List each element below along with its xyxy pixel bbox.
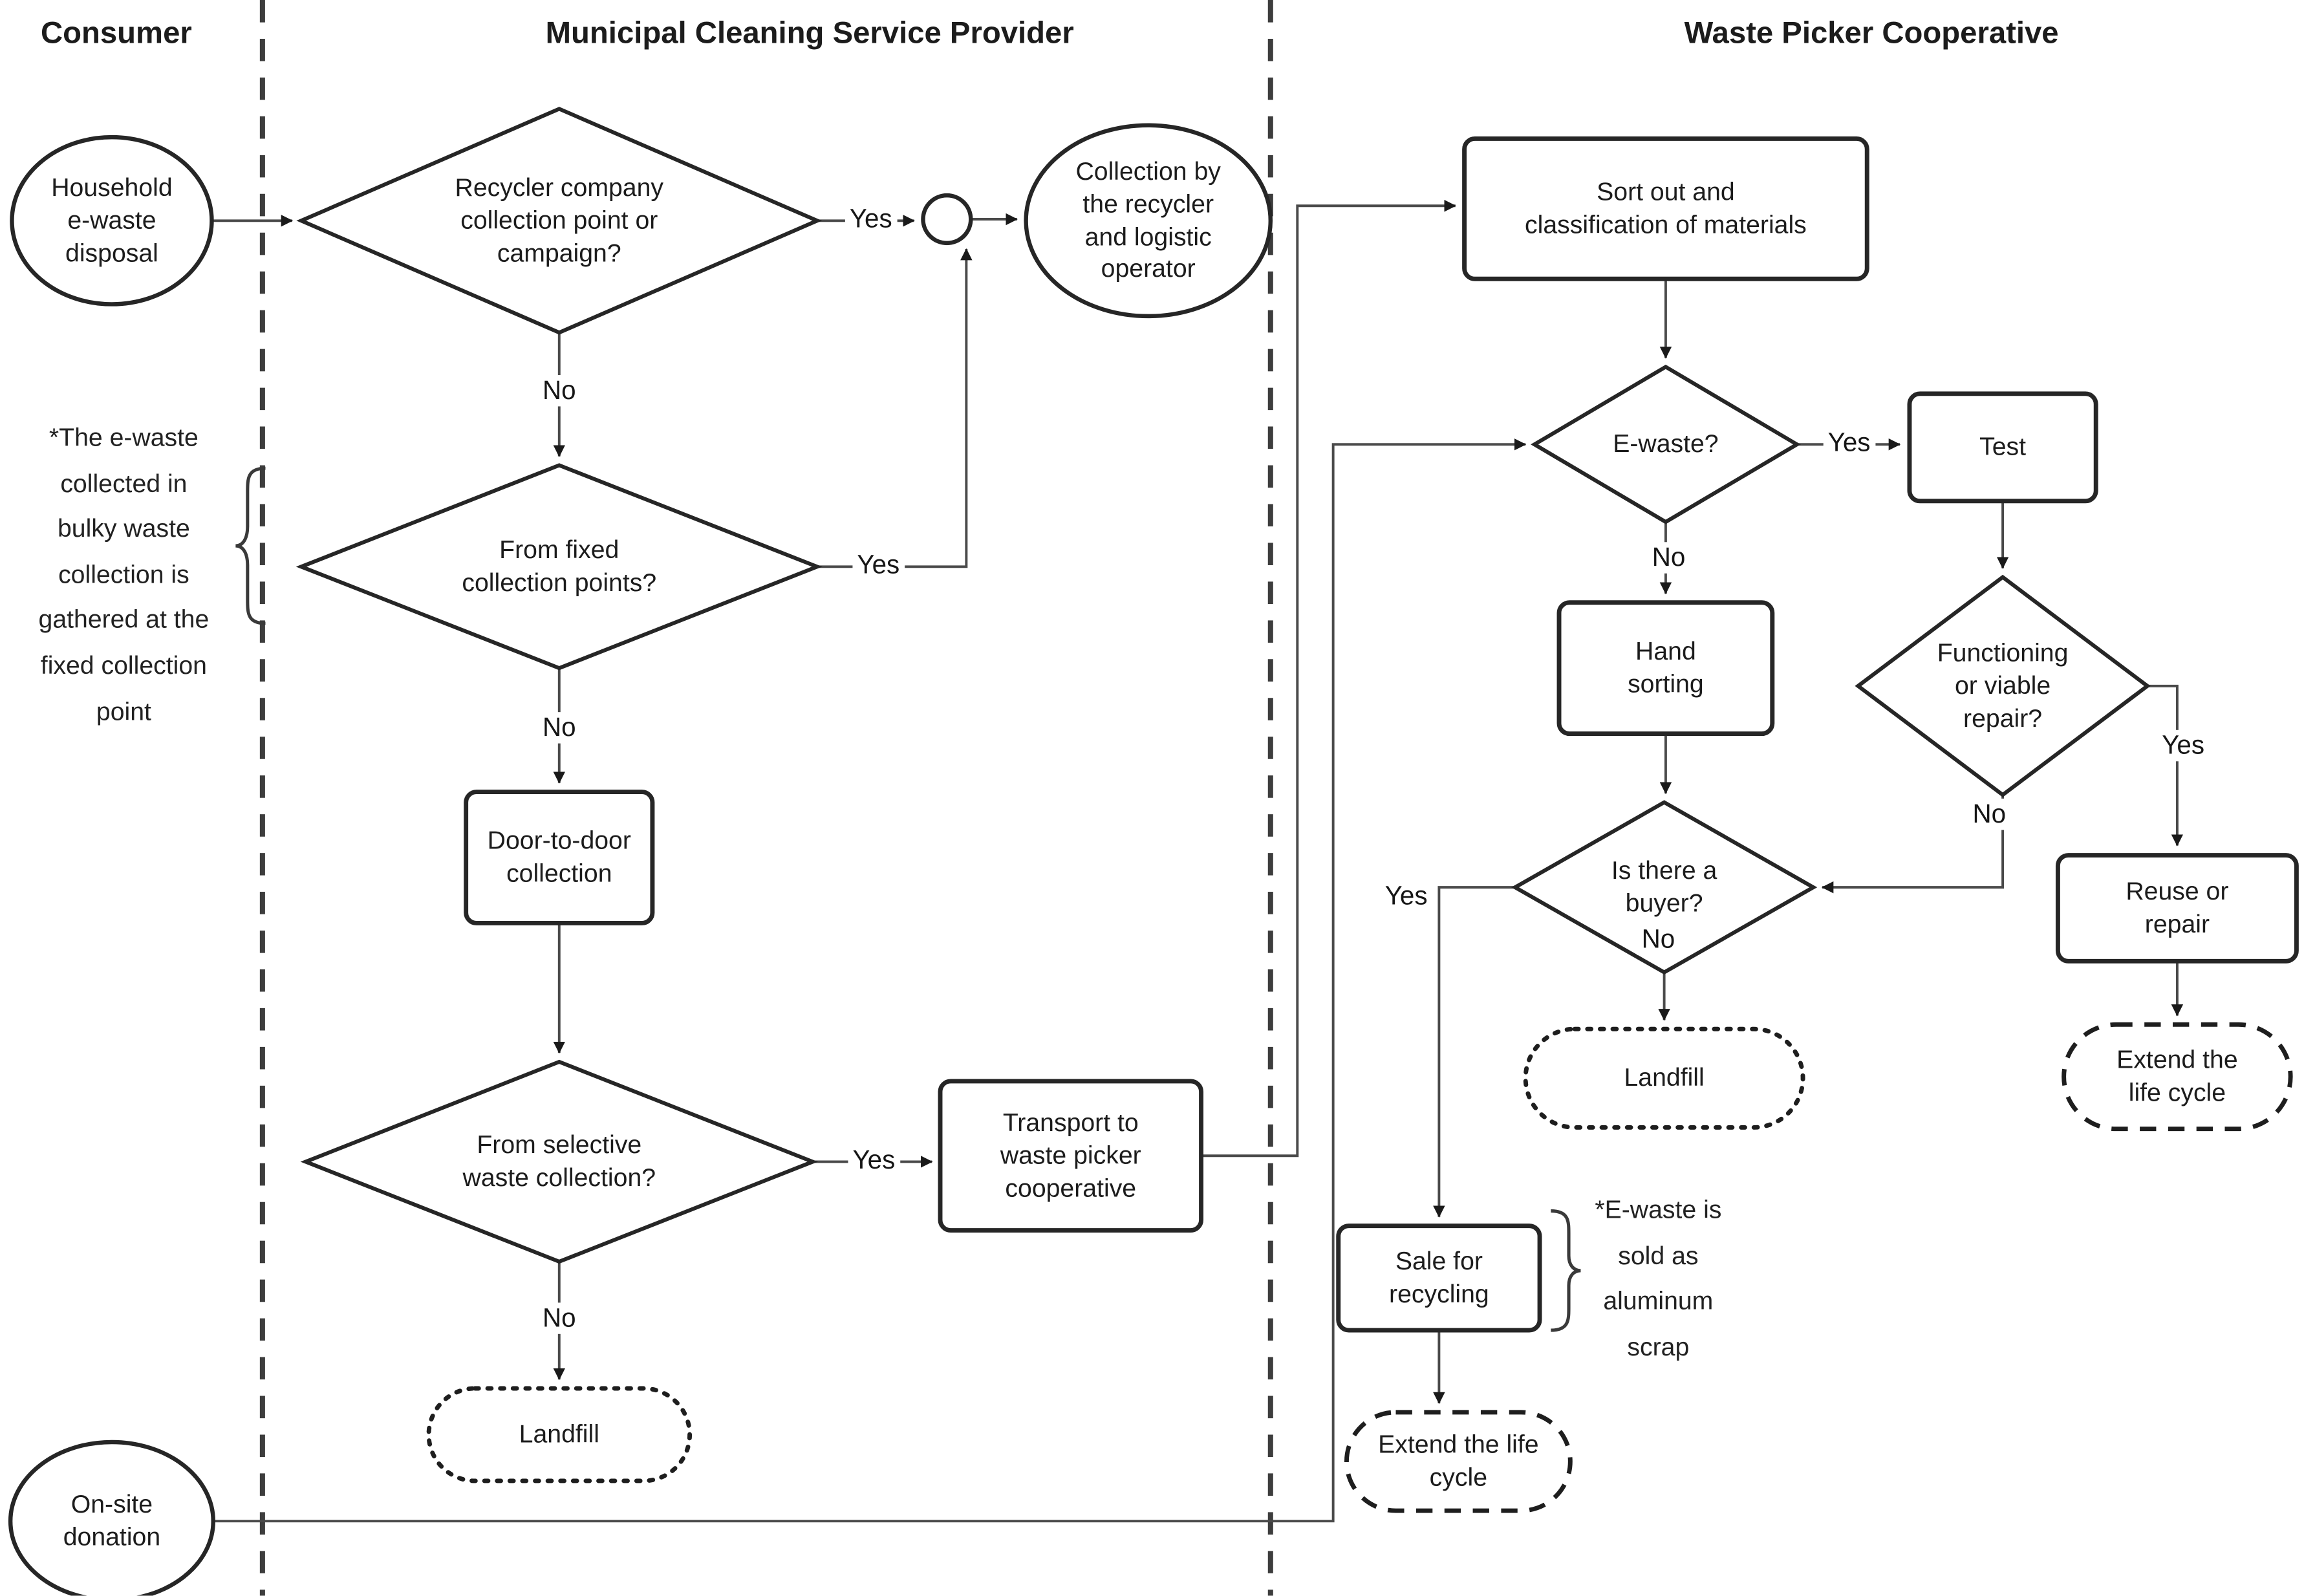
landfill-coop-shape: [1523, 1026, 1805, 1130]
node-selective-decision: From selective waste collection?: [462, 1130, 656, 1192]
landfill-municipal-shape: [426, 1386, 693, 1483]
extend-life-repair-shape: [2062, 1022, 2293, 1132]
edge-label-selective-yes: Yes: [848, 1144, 900, 1176]
node-household-ewaste-disposal: Household e-waste disposal: [51, 173, 173, 267]
edge-label-selective-no: No: [538, 1302, 581, 1334]
onsite-donation-shape: [8, 1440, 215, 1596]
functioning-decision-shape: [1855, 574, 2151, 797]
extend-life-recycling-shape: [1344, 1410, 1573, 1513]
recycler-decision-shape: [296, 107, 823, 335]
edge-label-functioning-no: No: [1968, 798, 2011, 830]
edge-label-functioning-yes: Yes: [2157, 729, 2209, 762]
household-ewaste-disposal-shape: [10, 135, 214, 307]
node-test: Test: [1979, 433, 2027, 461]
node-fixed-points-decision: From fixed collection points?: [462, 535, 657, 597]
node-functioning-decision: Functioning or viable repair?: [1937, 638, 2069, 733]
node-sale-recycling: Sale for recycling: [1389, 1247, 1489, 1308]
node-landfill-municipal: Landfill: [519, 1419, 599, 1449]
node-collection-operator: Collection by the recycler and logistic …: [1075, 157, 1221, 283]
edge-label-buyer-no: No: [1637, 923, 1680, 956]
node-landfill-coop: Landfill: [1624, 1063, 1705, 1092]
edge-label-recycler-no: No: [538, 374, 581, 407]
lane-header-consumer: Consumer: [40, 16, 192, 51]
node-ewaste-decision: E-waste?: [1613, 429, 1719, 458]
sort-classification-shape: [1462, 136, 1869, 281]
door-to-door-shape: [464, 790, 655, 925]
lane-header-cooperative: Waste Picker Cooperative: [1684, 16, 2059, 51]
note-bulky-waste: *The e-waste collected in bulky waste co…: [38, 423, 210, 726]
node-buyer-decision: Is there a buyer?: [1611, 856, 1717, 918]
fixed-points-decision-shape: [296, 463, 823, 671]
sale-recycling-shape: [1336, 1224, 1542, 1333]
edge-buyer-yes-to-sale: [1433, 886, 1515, 1218]
transport-coop-shape: [938, 1079, 1204, 1233]
node-extend-life-repair: Extend the life cycle: [2116, 1046, 2238, 1107]
lane-header-municipal: Municipal Cleaning Service Provider: [545, 16, 1074, 51]
curly-brace-right-icon: [1551, 1209, 1581, 1332]
junction-connector: [921, 193, 973, 246]
edge-label-buyer-yes: Yes: [1380, 880, 1432, 912]
node-transport-coop: Transport to waste picker cooperative: [1000, 1108, 1141, 1202]
edge-label-ewaste-no: No: [1647, 542, 1690, 574]
node-door-to-door-collection: Door-to-door collection: [487, 826, 631, 888]
edge-label-fixed-yes: Yes: [852, 549, 905, 581]
hand-sorting-shape: [1556, 600, 1775, 737]
node-sort-classification: Sort out and classification of materials: [1525, 178, 1807, 239]
selective-decision-shape: [300, 1059, 819, 1264]
node-reuse-repair: Reuse or repair: [2126, 877, 2229, 938]
note-aluminum-scrap: *E-waste is sold as aluminum scrap: [1595, 1196, 1722, 1361]
test-shape: [1907, 391, 2098, 504]
reuse-repair-shape: [2055, 853, 2299, 964]
edge-label-ewaste-yes: Yes: [1823, 427, 1875, 459]
edge-onsite-to-ewaste: [211, 438, 1527, 1523]
ewaste-decision-shape: [1531, 364, 1801, 524]
node-recycler-decision: Recycler company collection point or cam…: [455, 173, 663, 267]
edge-fixed-yes-to-junction: [817, 248, 973, 568]
edge-transport-to-sort: [1201, 200, 1456, 1158]
node-onsite-donation: On-site donation: [63, 1490, 161, 1551]
node-extend-life-recycling: Extend the life cycle: [1378, 1430, 1539, 1492]
buyer-decision-shape: [1511, 800, 1818, 975]
collection-operator-shape: [1024, 123, 1273, 319]
edge-label-recycler-yes: Yes: [845, 203, 897, 235]
edge-functioning-yes-to-reuse: [2147, 684, 2184, 847]
edge-label-fixed-no: No: [538, 712, 581, 744]
node-hand-sorting: Hand sorting: [1628, 637, 1704, 698]
